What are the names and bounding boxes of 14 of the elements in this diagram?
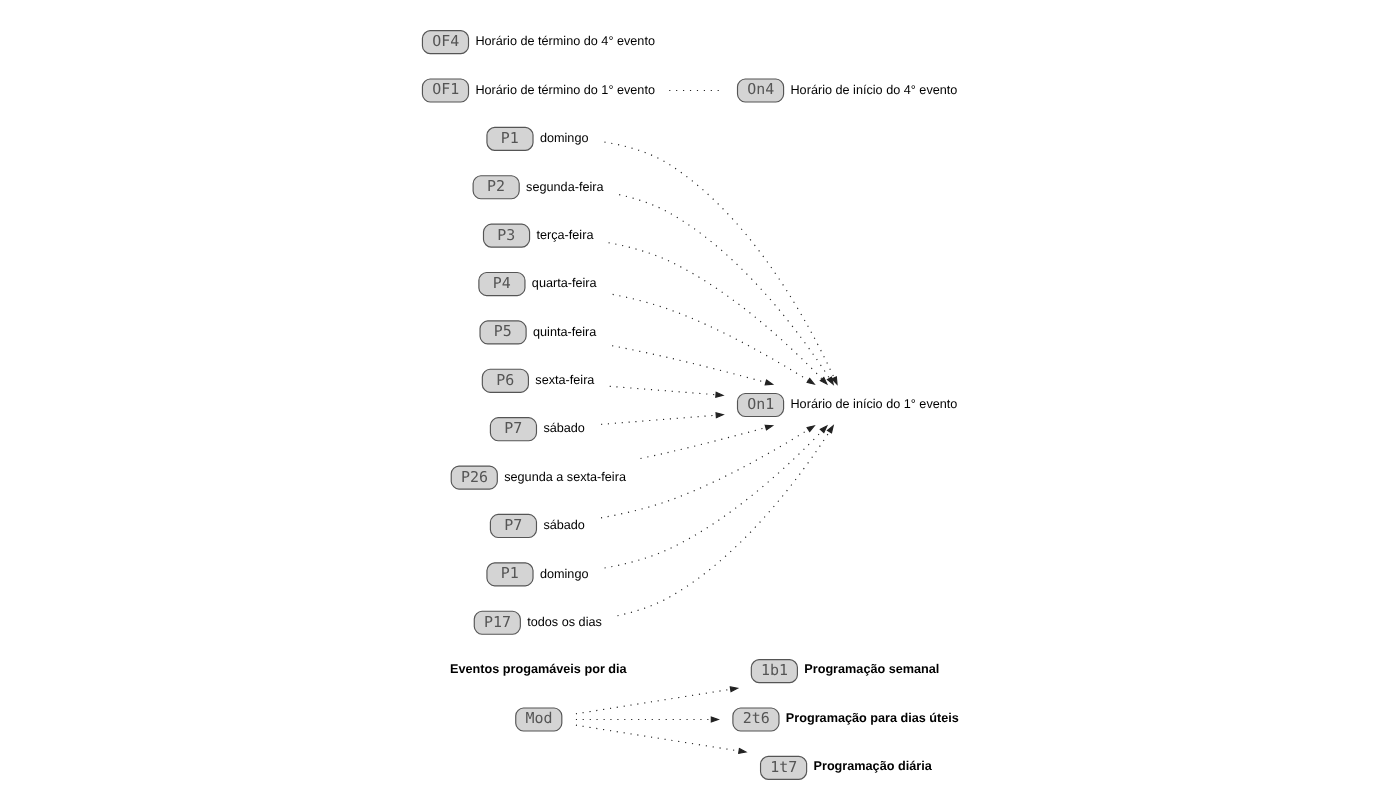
arrow [610,345,774,386]
arrow [617,194,834,386]
arrow [602,424,828,569]
arrow [574,686,739,715]
arrow [608,385,724,398]
arrow [638,424,774,460]
arrow [606,242,828,386]
arrow [574,716,719,723]
arrow [611,293,815,386]
arrow [615,424,834,617]
arrow [602,141,837,386]
arrow [574,724,747,755]
arrow [599,424,815,519]
arrow [599,412,724,425]
